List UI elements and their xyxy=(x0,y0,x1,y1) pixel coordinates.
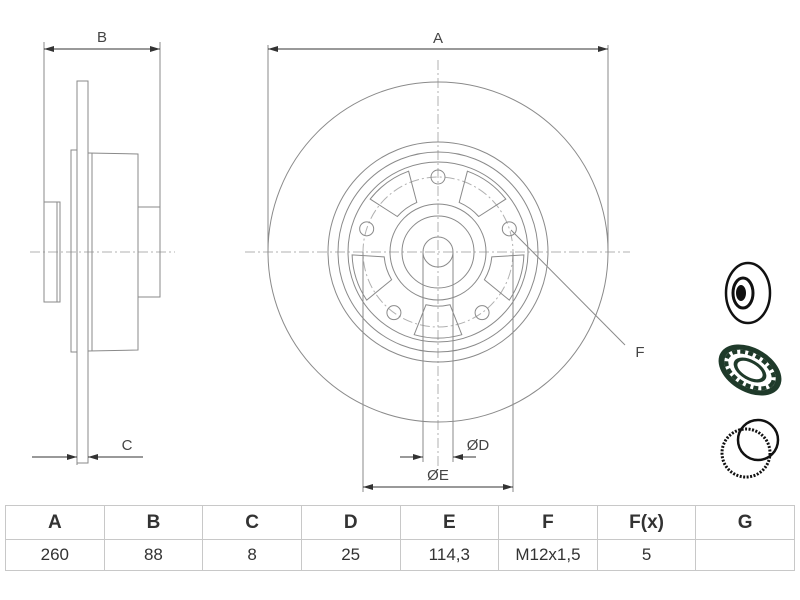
side-view: B C xyxy=(30,29,175,465)
value-g xyxy=(695,539,795,571)
vent-pocket xyxy=(458,170,507,218)
wheel-bearing-icon xyxy=(718,344,782,396)
dimension-a-label: A xyxy=(433,30,443,47)
header-e: E xyxy=(399,505,500,540)
brake-disc-icon xyxy=(724,261,772,325)
dimension-d-label: ØD xyxy=(467,437,490,454)
value-b: 88 xyxy=(103,539,204,571)
value-f: M12x1,5 xyxy=(498,539,598,571)
header-g: G xyxy=(695,505,795,540)
header-b: B xyxy=(103,505,204,540)
header-fx: F(x) xyxy=(596,505,697,540)
header-a: A xyxy=(5,505,105,540)
dimension-b-label: B xyxy=(97,29,107,46)
vent-pocket xyxy=(369,170,418,218)
value-d: 25 xyxy=(300,539,401,571)
header-d: D xyxy=(300,505,401,540)
front-view: A ØE ØD F xyxy=(245,30,645,492)
vent-pocket xyxy=(483,254,525,301)
abs-ring-icon xyxy=(720,418,780,479)
value-fx: 5 xyxy=(596,539,697,571)
value-c: 8 xyxy=(202,539,302,571)
value-e: 114,3 xyxy=(399,539,500,571)
spec-table: A B C D E F F(x) G 260 88 8 25 114,3 M12… xyxy=(5,505,795,571)
header-f: F xyxy=(498,505,598,540)
vent-pocket xyxy=(413,304,463,339)
table-value-row: 260 88 8 25 114,3 M12x1,5 5 xyxy=(5,539,795,571)
bolt-hole xyxy=(359,221,375,237)
bolt-hole xyxy=(430,169,446,185)
technical-drawing: B C A ØE ØD F xyxy=(30,29,782,492)
table-header-row: A B C D E F F(x) G xyxy=(5,505,795,540)
bolt-hole xyxy=(474,305,490,321)
dimension-e-label: ØE xyxy=(427,467,449,484)
vent-pocket xyxy=(351,254,393,301)
thread-f-label: F xyxy=(635,344,644,361)
value-a: 260 xyxy=(5,539,105,571)
dimension-c-label: C xyxy=(122,437,133,454)
header-c: C xyxy=(202,505,302,540)
bolt-hole xyxy=(501,221,517,237)
bolt-hole xyxy=(386,305,402,321)
